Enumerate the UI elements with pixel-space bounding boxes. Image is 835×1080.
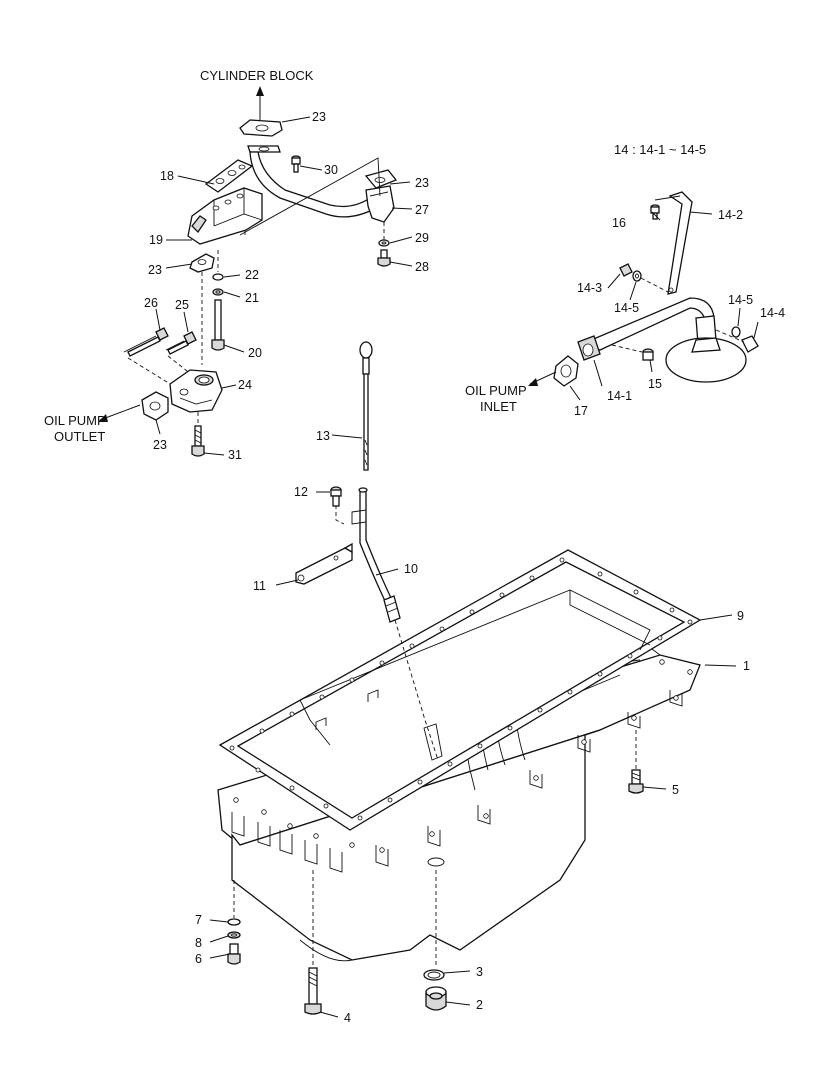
washer-7 <box>227 918 241 926</box>
callout-10: 10 <box>404 562 418 576</box>
callout-14-1: 14-1 <box>607 389 633 403</box>
bolt-14-4 <box>741 335 759 353</box>
gasket-23-top <box>239 119 283 137</box>
cylinder-block-caption: CYLINDER BLOCK <box>200 68 314 83</box>
pump-outlet-24 <box>169 369 223 413</box>
assembly-note: 14 : 14-1 ~ 14-5 <box>614 142 707 157</box>
callout-31: 31 <box>228 448 242 462</box>
callout-4: 4 <box>344 1011 351 1025</box>
callout-24: 24 <box>238 378 252 392</box>
callout-3: 3 <box>476 965 483 979</box>
bolt-30 <box>291 155 301 173</box>
bolt-16 <box>650 204 660 220</box>
pan-bolt-short <box>628 769 644 794</box>
drain-washer <box>423 969 445 981</box>
oil-pump-outlet-caption-line1: OIL PUMP <box>44 413 106 428</box>
plug-6 <box>227 943 241 965</box>
callout-6: 6 <box>195 952 202 966</box>
oil-pump-outlet-caption-line2: OUTLET <box>54 429 106 444</box>
bracket-bolt <box>330 486 342 507</box>
bolt-28 <box>377 249 391 267</box>
callout-25: 25 <box>175 298 189 312</box>
callout-30: 30 <box>324 163 338 177</box>
oil-pipe-27 <box>247 145 395 223</box>
gasket-23-lower <box>141 391 169 421</box>
callout-2: 2 <box>476 998 483 1012</box>
callout-20: 20 <box>248 346 262 360</box>
bolt-26 <box>123 327 169 357</box>
gasket-23-right <box>364 169 398 189</box>
callout-13: 13 <box>316 429 330 443</box>
callout-26: 26 <box>144 296 158 310</box>
callout-14-3: 14-3 <box>577 281 603 295</box>
oil-pump-inlet-caption-line1: OIL PUMP <box>465 383 527 398</box>
callout-1: 1 <box>743 659 750 673</box>
callout-14-4: 14-4 <box>760 306 786 320</box>
callout-23-lower: 23 <box>153 438 167 452</box>
dipstick-guide-tube <box>351 487 401 623</box>
bolt-31 <box>191 425 205 457</box>
callout-23-top: 23 <box>312 110 326 124</box>
callout-21: 21 <box>245 291 259 305</box>
callout-9: 9 <box>737 609 744 623</box>
oil-pump-body-19 <box>187 187 263 245</box>
callout-23-right: 23 <box>415 176 429 190</box>
callout-22: 22 <box>245 268 259 282</box>
washer-8 <box>227 931 241 939</box>
gasket-17 <box>553 355 579 387</box>
nut-14-3 <box>619 263 633 277</box>
bolt-15 <box>642 348 654 361</box>
washer-21 <box>212 288 224 296</box>
callout-5: 5 <box>672 783 679 797</box>
callout-17: 17 <box>574 404 588 418</box>
washer-14-5-left <box>632 270 642 282</box>
callout-23-middle: 23 <box>148 263 162 277</box>
washer-29 <box>378 239 390 247</box>
callout-14-5-left: 14-5 <box>614 301 640 315</box>
callout-14-5-right: 14-5 <box>728 293 754 307</box>
callout-8: 8 <box>195 936 202 950</box>
callout-14-2: 14-2 <box>718 208 744 222</box>
callout-11: 11 <box>253 579 266 593</box>
callout-29: 29 <box>415 231 429 245</box>
pan-bolt-long <box>304 967 322 1015</box>
callout-7: 7 <box>195 913 202 927</box>
drain-plug <box>425 986 447 1011</box>
oil-pump-inlet-caption-line2: INLET <box>480 399 517 414</box>
washer-14-5-right <box>731 326 741 338</box>
suction-pipe-14-1 <box>577 297 747 383</box>
callout-28: 28 <box>415 260 429 274</box>
gasket-23-middle <box>189 253 215 273</box>
bolt-20 <box>211 299 225 351</box>
oil-pan-gasket <box>218 549 702 831</box>
bolt-25 <box>165 331 197 355</box>
dipstick <box>359 341 373 471</box>
washer-22 <box>212 273 224 281</box>
callout-19: 19 <box>149 233 163 247</box>
callout-15: 15 <box>648 377 662 391</box>
callout-27: 27 <box>415 203 429 217</box>
gasket-18 <box>204 159 254 193</box>
callout-18: 18 <box>160 169 174 183</box>
bracket <box>295 542 353 585</box>
callout-16: 16 <box>612 216 626 230</box>
callout-12: 12 <box>294 485 308 499</box>
strainer-bracket-14-2 <box>667 191 693 295</box>
